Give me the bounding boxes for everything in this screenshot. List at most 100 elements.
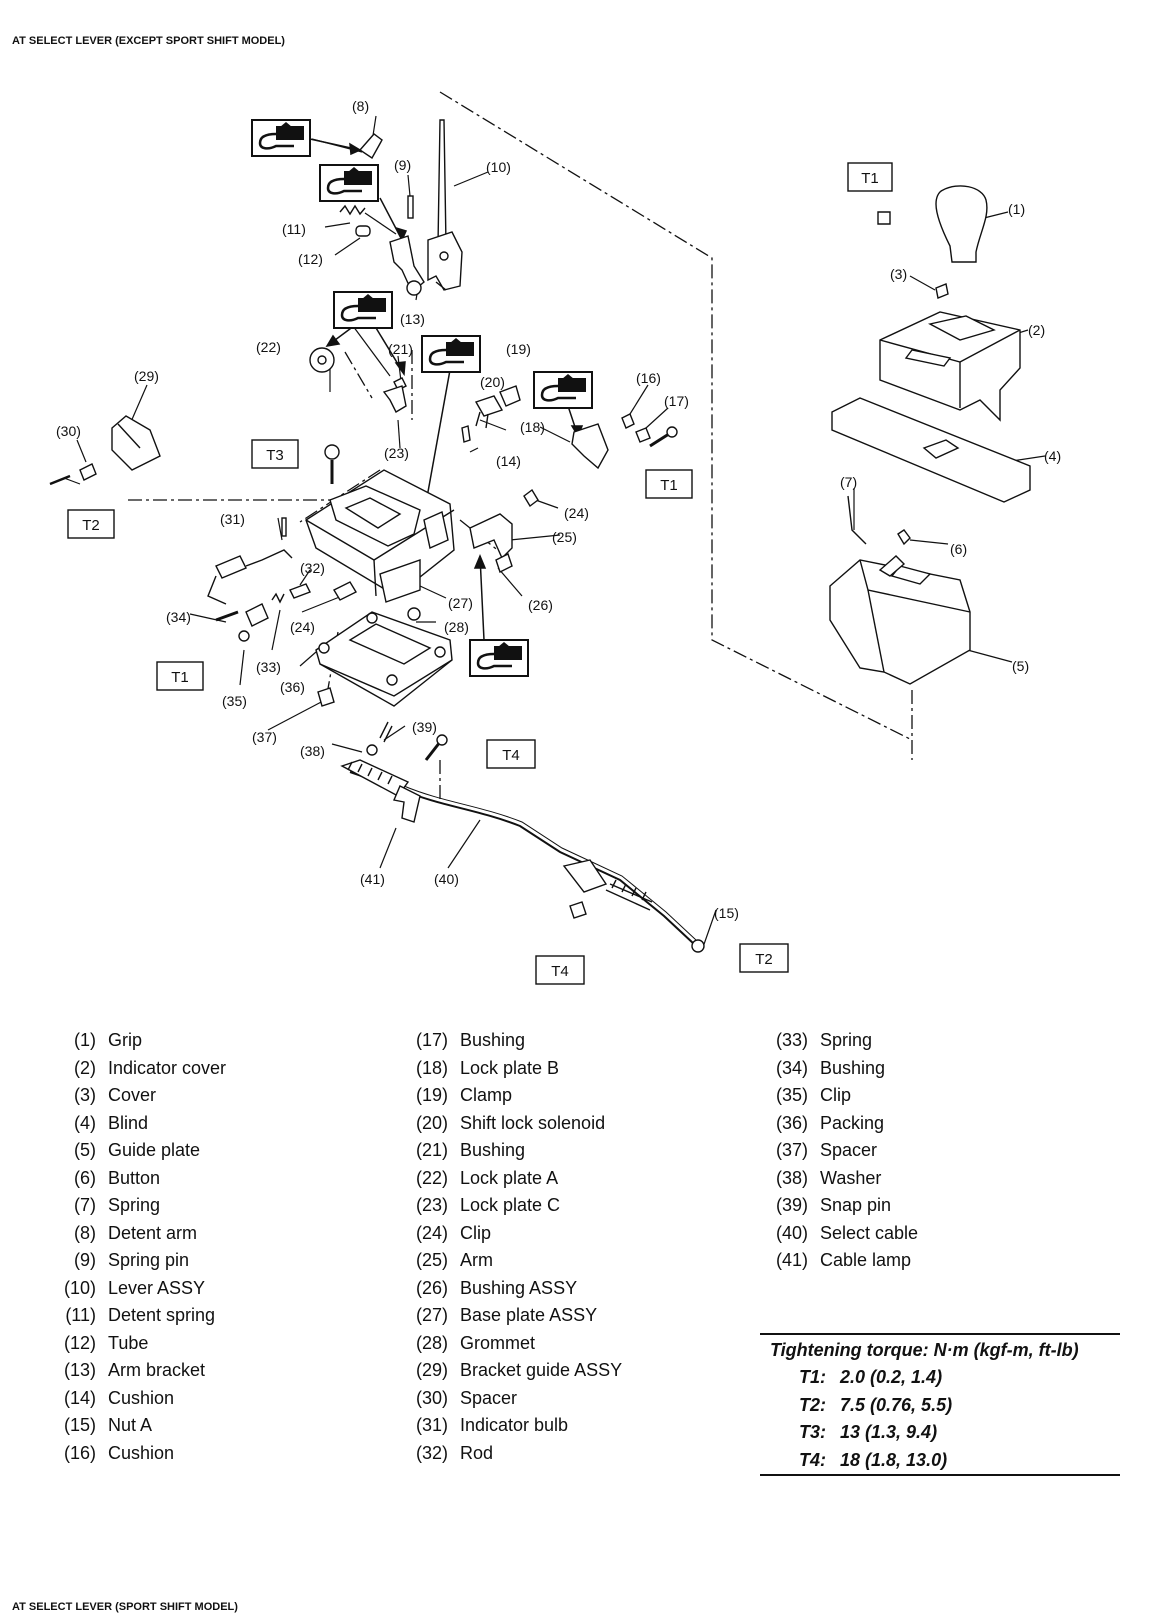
list-item: (26)Bushing ASSY [415,1277,578,1298]
clamp [499,385,521,407]
table-row: T4:18 (1.8, 13.0) [799,1449,948,1470]
callout: (2) [1028,322,1045,338]
torque-box-t1: T1 [645,469,693,499]
callout: (19) [506,341,531,357]
list-item: (37)Spacer [775,1140,878,1160]
list-item: (11)Detent spring [65,1305,216,1325]
snap-pin [379,721,393,743]
grease-icon [420,334,482,374]
part-shapes [49,119,1031,953]
callout: (5) [1012,658,1029,674]
list-item: (8)Detent arm [74,1222,198,1243]
callout: (34) [166,609,191,625]
callout: (11) [282,221,306,237]
torque-label: T2 [82,517,100,534]
callout: (16) [636,370,661,386]
table-row: T3:13 (1.3, 9.4) [799,1422,938,1442]
spacer-37 [317,687,335,707]
list-item: (2)Indicator cover [74,1057,227,1078]
torque-box-t1: T1 [156,661,204,691]
button-6 [897,529,911,546]
torque-box-t4: T4 [535,955,585,985]
list-item: (3)Cover [74,1085,157,1105]
callout: (33) [256,659,281,675]
callout: (37) [252,729,277,745]
torque-label: T3 [266,447,284,464]
indicator-cover [879,311,1021,422]
callout: (26) [528,597,553,613]
grip [935,185,988,263]
list-item: (6)Button [74,1167,161,1188]
cover [935,283,949,299]
arm-25 [469,513,513,560]
callout: (17) [664,393,689,409]
spring-33 [271,592,285,604]
list-item: (27)Base plate ASSY [415,1305,598,1325]
callout: (24) [564,505,589,521]
torque-label: T1 [171,669,189,686]
list-item: (18)Lock plate B [415,1057,560,1078]
rod [289,583,311,599]
list-item: (12)Tube [63,1332,149,1353]
list-item: (10)Lever ASSY [63,1277,206,1298]
table-row: T2:7.5 (0.76, 5.5) [799,1394,953,1415]
detent-spring [339,204,366,216]
cushion-14 [461,425,471,443]
shift-lock-solenoid [474,395,504,417]
torque-box-t4: T4 [486,739,536,769]
list-item: (41)Cable lamp [775,1250,912,1270]
parts-legend-column-3: (33)Spring (34)Bushing (35)Clip (36)Pack… [760,1027,918,1275]
spring-7 [847,495,867,545]
washer [366,744,378,756]
callout: (10) [486,159,511,175]
list-item: (20)Shift lock solenoid [415,1112,606,1133]
list-item: (9)Spring pin [74,1250,190,1270]
list-item: (38)Washer [775,1167,882,1188]
callout: (3) [890,266,907,282]
torque-label: T4 [502,747,520,764]
list-item: (14)Cushion [63,1387,175,1408]
callout: (39) [412,719,437,735]
callout: (32) [300,560,325,576]
callout: (40) [434,871,459,887]
list-item: (39)Snap pin [775,1195,892,1215]
list-item: (17)Bushing [415,1030,526,1050]
grease-icon [250,118,312,158]
callout: (20) [480,374,505,390]
table-row: T1:2.0 (0.2, 1.4) [799,1367,943,1387]
tube [355,225,371,237]
callout: (25) [552,529,577,545]
list-item: (21)Bushing [415,1140,526,1160]
callout: (41) [360,871,385,887]
list-item: (5)Guide plate [74,1140,201,1160]
lock-plate-b [571,423,609,470]
torque-box-t3: T3 [251,439,299,469]
callout: (24) [290,619,315,635]
list-item: (25)Arm [415,1250,493,1270]
callout: (13) [400,311,425,327]
callout: (28) [444,619,469,635]
tightening-torque-table: Tightening torque: N·m (kgf-m, ft-lb) T1… [760,1333,1120,1476]
clip-24 [523,488,539,508]
torque-table-header: Tightening torque: N·m (kgf-m, ft-lb) [770,1340,1079,1360]
list-item: (7)Spring [74,1195,161,1215]
bushing-17 [635,427,651,443]
torque-boxes: T1 T3 T1 T2 T1 T4 T4 T2 [67,162,893,985]
callout: (8) [352,98,369,114]
callout: (29) [134,368,159,384]
list-item: (28)Grommet [415,1332,536,1353]
callout: (6) [950,541,967,557]
callout: (14) [496,453,521,469]
grease-icon [532,370,594,410]
lever-assy [427,119,463,291]
bushing-assy [495,553,513,573]
callout: (12) [298,251,323,267]
callout: (22) [256,339,281,355]
list-item: (29)Bracket guide ASSY [415,1360,623,1380]
list-item: (33)Spring [775,1030,873,1050]
clip-35 [238,630,250,642]
callout: (31) [220,511,245,527]
callout: (4) [1044,448,1061,464]
list-item: (30)Spacer [415,1387,518,1408]
grommet [407,607,421,621]
